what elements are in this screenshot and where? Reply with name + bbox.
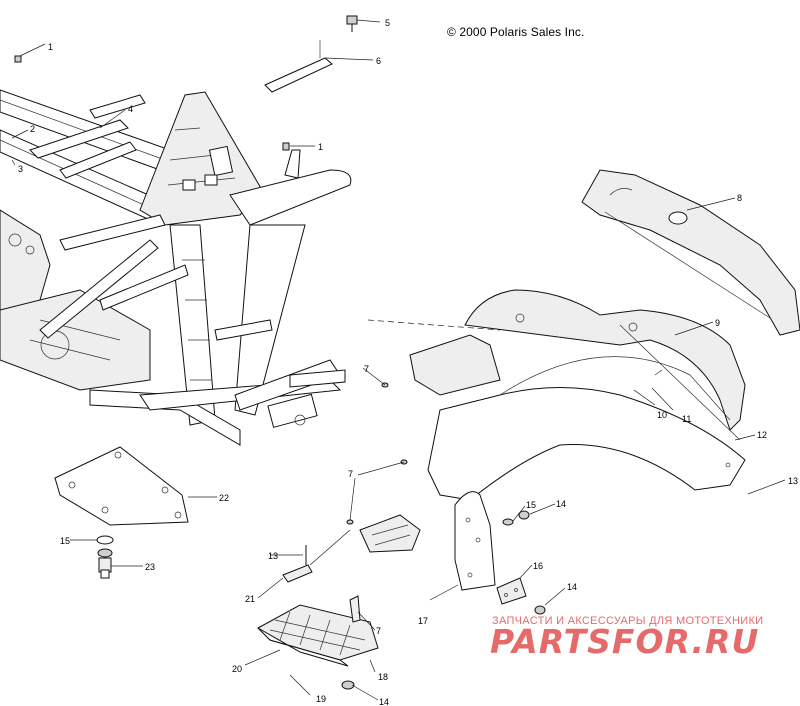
- callout-17: 17: [418, 616, 428, 626]
- callout-14-bottom-right: 14: [567, 582, 577, 592]
- rivet-part-1-mid: [282, 142, 290, 151]
- callout-15-right: 15: [526, 500, 536, 510]
- callout-14-bottom: 14: [379, 697, 389, 706]
- callout-22: 22: [219, 493, 229, 503]
- screws-part-7-upper: [346, 382, 408, 525]
- callout-8: 8: [737, 193, 742, 203]
- frame-assembly: [0, 89, 352, 446]
- bolt-part-23: [98, 557, 112, 579]
- callout-13-lower: 13: [268, 551, 278, 561]
- bracket-block-part: [359, 514, 421, 553]
- callout-10: 10: [657, 410, 667, 420]
- callout-7-middle: 7: [348, 469, 353, 479]
- watermark-logo: PARTSFOR.RU: [490, 622, 760, 661]
- callout-14-right: 14: [556, 499, 566, 509]
- callout-15-left: 15: [60, 536, 70, 546]
- callout-labels: 1 2 3 4 5 6 1 8 9 7 10 11 12 13 7 22 15 …: [18, 18, 798, 706]
- washer-part-15: [96, 535, 114, 558]
- callout-19: 19: [316, 694, 326, 704]
- washer-part-14-lower: [341, 680, 355, 690]
- callout-6: 6: [376, 56, 381, 66]
- copyright-notice: © 2000 Polaris Sales Inc.: [447, 25, 585, 39]
- front-panel-part-8: [581, 169, 800, 336]
- retainer-part-21: [282, 564, 313, 583]
- callout-20: 20: [232, 664, 242, 674]
- callout-9: 9: [715, 318, 720, 328]
- callout-1-mid: 1: [318, 142, 323, 152]
- callout-18: 18: [378, 672, 388, 682]
- watermark-tagline: ЗАПЧАСТИ И АКСЕССУАРЫ ДЛЯ МОТОТЕХНИКИ: [492, 615, 764, 627]
- callout-16: 16: [533, 561, 543, 571]
- footrest-part-20: [257, 604, 379, 667]
- leader-lines: [11, 19, 786, 701]
- callout-11: 11: [682, 414, 691, 424]
- callout-3: 3: [18, 164, 23, 174]
- callout-23: 23: [145, 562, 155, 572]
- callout-13-right: 13: [788, 476, 798, 486]
- front-fender-part-9: [409, 289, 746, 501]
- callout-7-lower: 7: [376, 626, 381, 636]
- callout-12: 12: [757, 430, 767, 440]
- callout-5: 5: [385, 18, 390, 28]
- push-rivet-part-5: [346, 15, 358, 32]
- nut-part-14-bottom-right: [534, 605, 546, 615]
- callout-4: 4: [128, 104, 133, 114]
- nut-part-14-right: [518, 510, 530, 520]
- skid-plate-part-22: [54, 446, 189, 526]
- mudflap-part-17: [454, 491, 496, 591]
- callout-1-top: 1: [48, 42, 53, 52]
- rivet-part-1-top: [14, 55, 22, 63]
- nut-part-15-right: [502, 518, 514, 526]
- callout-2: 2: [30, 124, 35, 134]
- bracket-part-6: [264, 40, 333, 93]
- callout-7-upper: 7: [364, 364, 369, 374]
- bolt-part-7-lower: [349, 595, 361, 623]
- callout-21: 21: [245, 594, 255, 604]
- strip-part-16: [496, 577, 527, 605]
